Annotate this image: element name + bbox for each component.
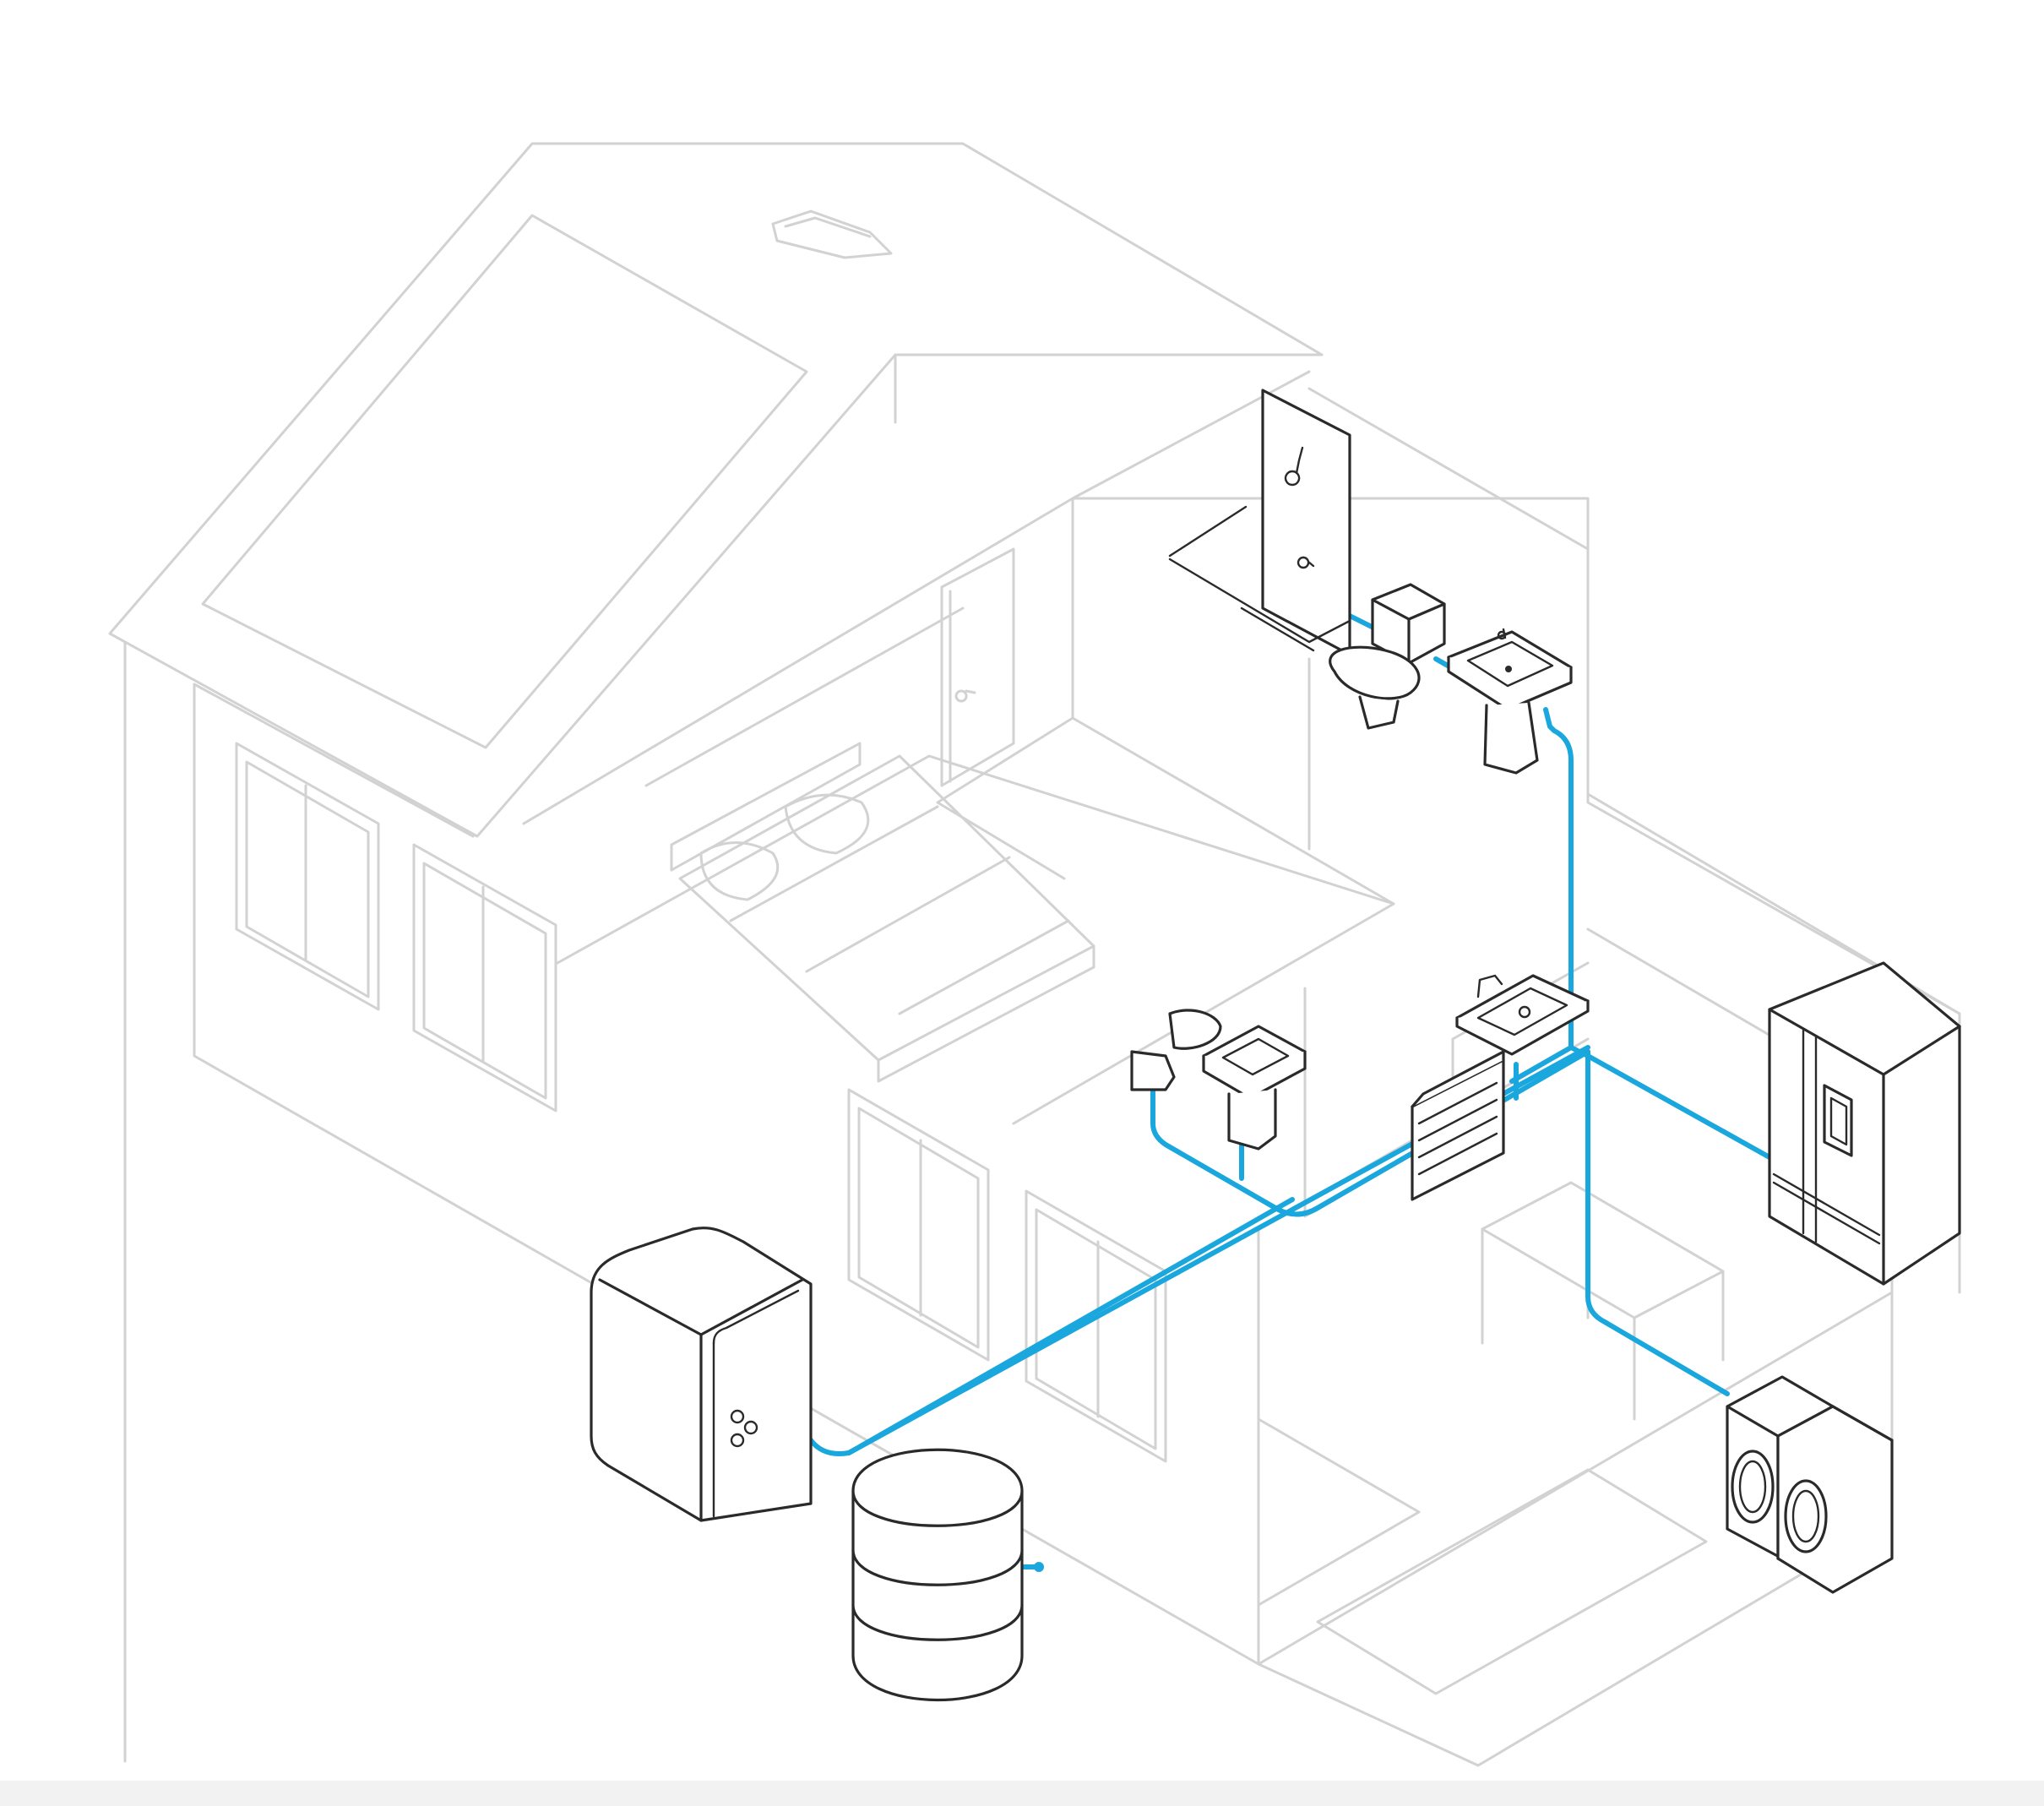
roof-ridge: [894, 353, 1324, 424]
upstairs-sink: [1447, 630, 1573, 775]
floor-rug: [1316, 1468, 1708, 1695]
roof-panel: [201, 214, 808, 749]
shower-valve-icon: [1297, 556, 1315, 569]
kitchen-island: [1481, 1181, 1725, 1421]
downstairs-sink: [1202, 1025, 1307, 1151]
roof: [108, 142, 1324, 838]
rain-barrel-valve-icon: [1034, 1562, 1044, 1572]
upstairs-toilet: [1329, 583, 1446, 730]
water-pipes: [808, 610, 1772, 1572]
window-front-2: [1025, 1189, 1167, 1463]
pipe-downstairs-bath: [1150, 1049, 1590, 1217]
faucet-icon: [1497, 628, 1507, 640]
bed: [670, 742, 1095, 1083]
shower: [1168, 389, 1351, 656]
dryer: [1776, 1405, 1894, 1594]
door-knob-icon: [954, 689, 976, 703]
window-left-1: [235, 742, 380, 1011]
dishwasher: [1411, 1050, 1505, 1201]
door: [940, 547, 1015, 787]
pipe-laundry: [1585, 1049, 1730, 1396]
window-left-2: [412, 843, 557, 1112]
downstairs-toilet: [1130, 1009, 1222, 1091]
bottom-band: [0, 1781, 2044, 1806]
pipe-kitchen: [1509, 1045, 1590, 1101]
rain-barrel: [851, 1448, 1024, 1701]
window-front-1: [847, 1088, 990, 1362]
shower-head-icon: [1284, 446, 1304, 487]
pipe-fridge: [1585, 1053, 1772, 1160]
roof-vent-icon: [771, 209, 893, 259]
house-structure: [108, 142, 1961, 1767]
kitchen-sink: [1455, 974, 1590, 1056]
upper-floor-walls: [936, 370, 1961, 1015]
water-heater: [590, 1227, 813, 1522]
refrigerator: [1768, 961, 1961, 1286]
pipe-riser: [1543, 707, 1574, 1050]
